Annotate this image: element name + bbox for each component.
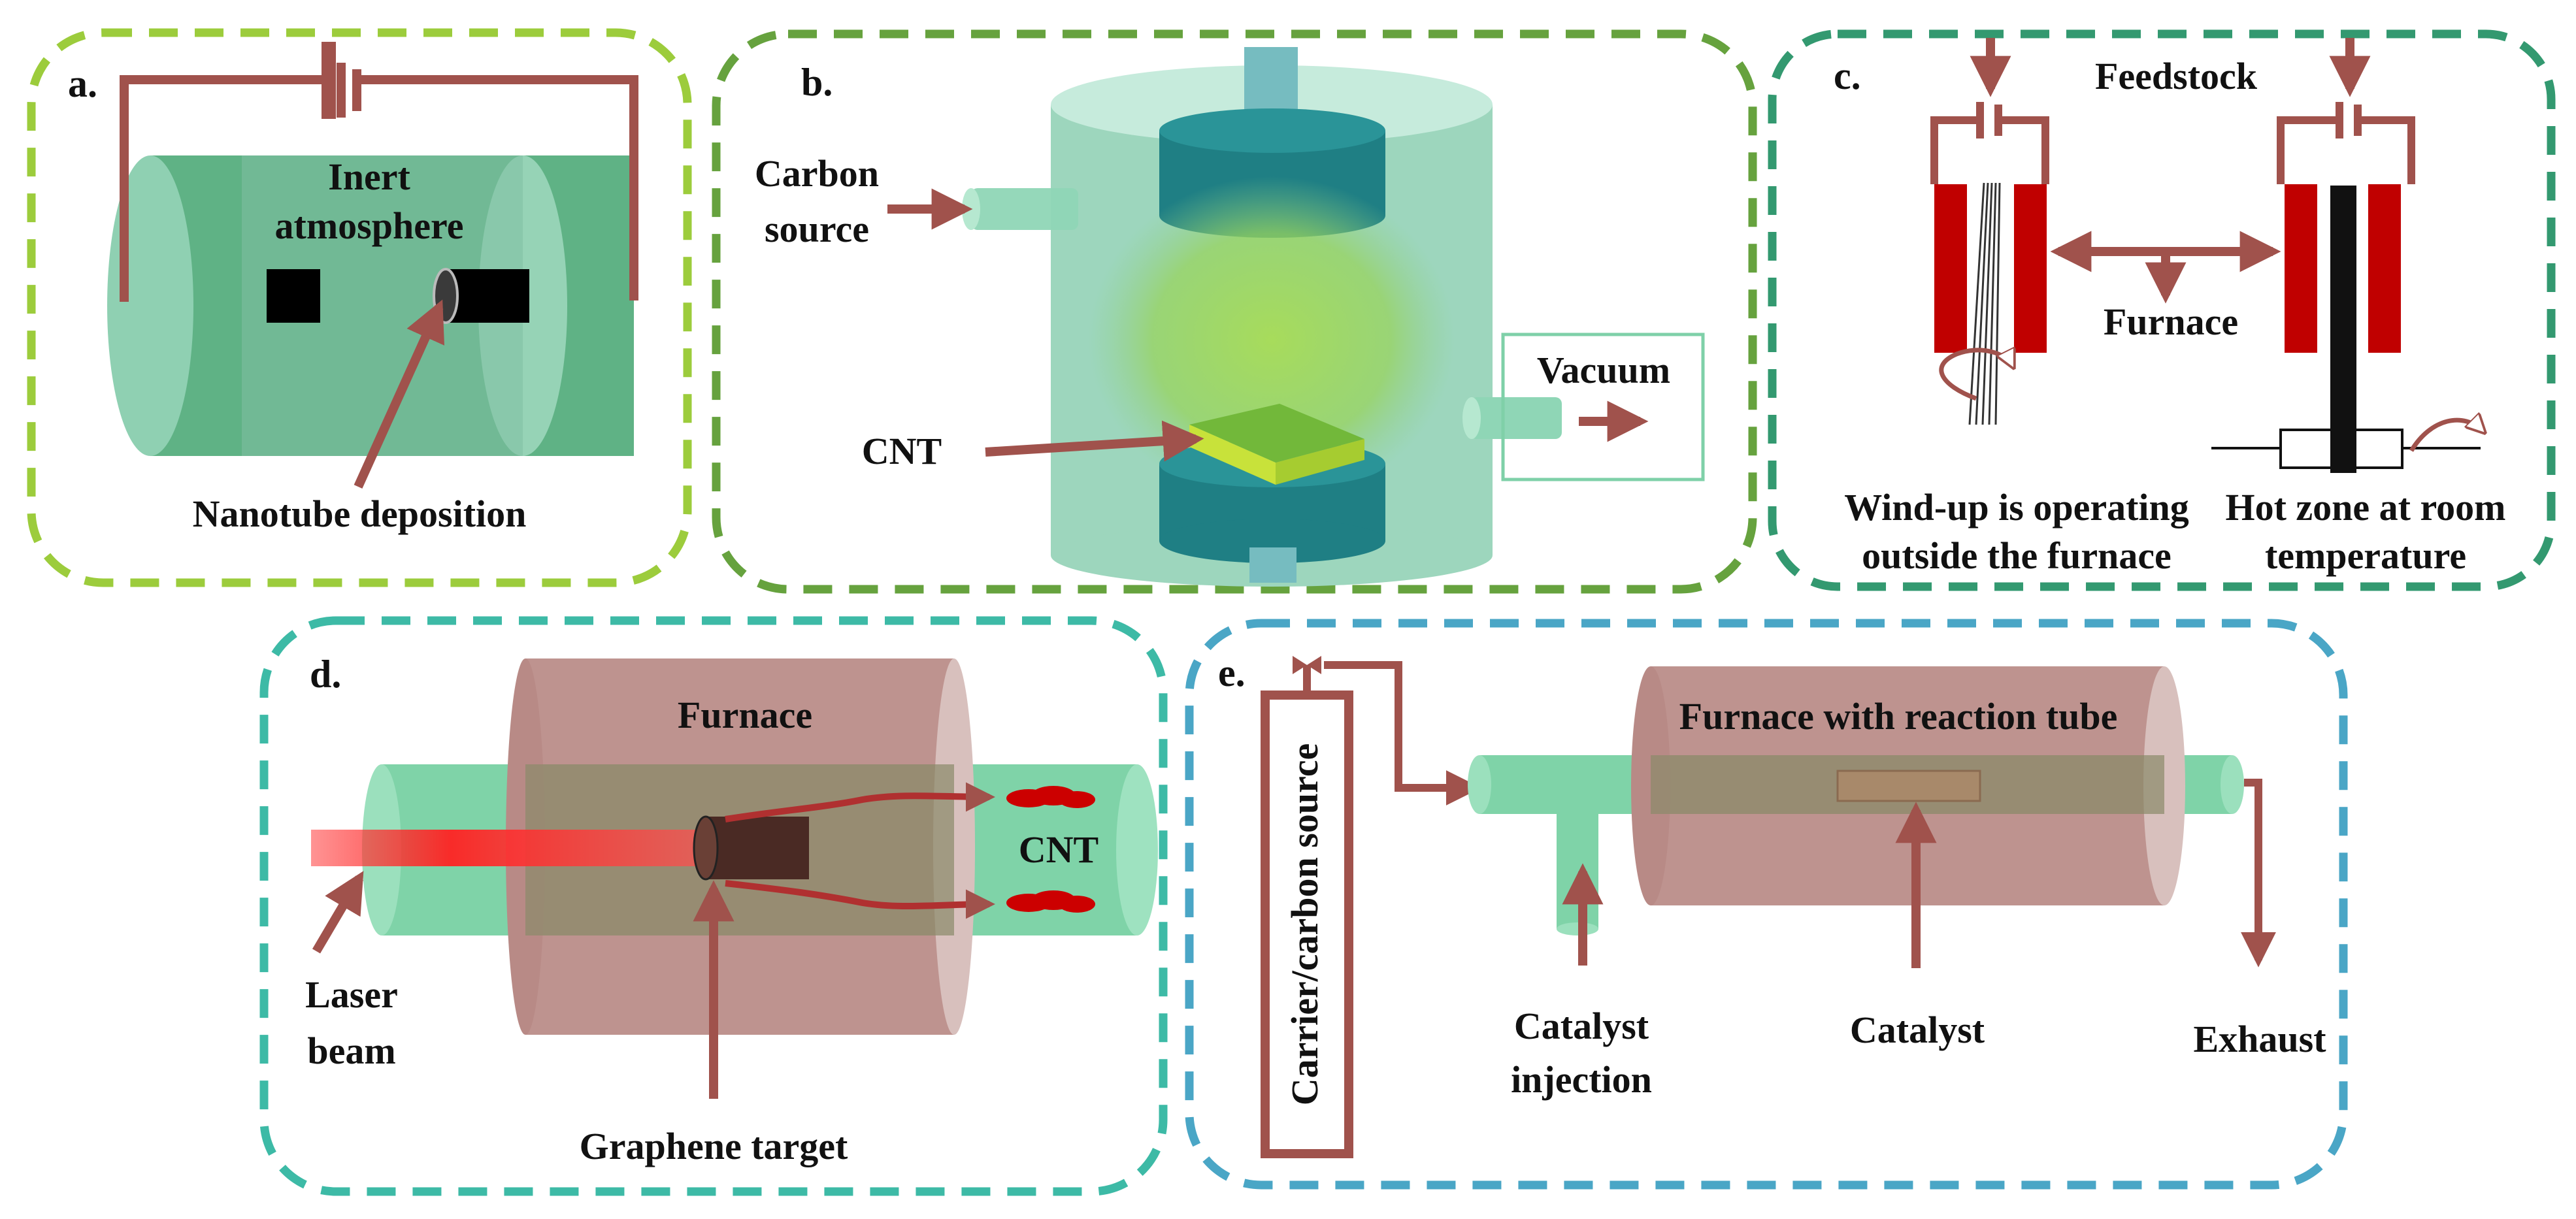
laser-arrow bbox=[312, 871, 364, 954]
furnace-label-c: Furnace bbox=[2104, 301, 2238, 343]
laser-beam bbox=[311, 830, 711, 866]
panel-d: d. Furnace CNT Laser beam bbox=[259, 616, 1168, 1196]
deposition-arrow bbox=[354, 299, 444, 489]
top-electrode-top-face bbox=[1159, 108, 1385, 153]
cnt-arrow-b bbox=[985, 420, 1204, 462]
reaction-tube-right-cap bbox=[2221, 755, 2244, 814]
feed-holder-left bbox=[1930, 102, 2049, 184]
laser-beam-label-1: Laser bbox=[305, 973, 398, 1016]
panel-e-label: e. bbox=[1218, 651, 1246, 694]
hotzone-label-1: Hot zone at room bbox=[2226, 486, 2506, 528]
feedstock-label: Feedstock bbox=[2095, 55, 2258, 97]
inert-atmosphere-label-1: Inert bbox=[328, 155, 410, 198]
hot-zone-rod-lower bbox=[2330, 429, 2356, 473]
windup-label-1: Wind-up is operating bbox=[1844, 486, 2189, 528]
power-circuit-wire bbox=[120, 63, 638, 302]
panel-a: a. Inert atmosphere Nanotube deposition bbox=[27, 28, 692, 587]
cnt-substrate-side bbox=[1189, 425, 1276, 485]
bottom-electrode-bottom-face bbox=[1159, 519, 1385, 563]
panel-d-border bbox=[259, 616, 1168, 1196]
exhaust-line bbox=[2241, 779, 2276, 967]
fiber-bundle bbox=[1968, 182, 2001, 425]
bottom-stem bbox=[1249, 547, 1296, 583]
top-stem bbox=[1244, 47, 1298, 120]
catalyst-boat bbox=[1836, 770, 1981, 802]
carbon-source-label-2: source bbox=[765, 208, 869, 250]
cnt-deposit-bottom bbox=[1006, 890, 1095, 913]
cnt-label-d: CNT bbox=[1019, 828, 1098, 871]
graphene-target-face bbox=[693, 815, 719, 881]
cnt-deposit-top bbox=[1006, 786, 1095, 808]
catalyst-injection-label-2: injection bbox=[1511, 1058, 1652, 1101]
vacuum-box bbox=[1501, 333, 1705, 481]
power-source-plate bbox=[322, 42, 336, 119]
panel-a-border bbox=[27, 28, 692, 587]
carbon-source-label-1: Carbon bbox=[755, 152, 879, 195]
windup-rotation-arrow bbox=[1939, 350, 2013, 401]
valve-right bbox=[1307, 656, 1321, 674]
catalyst-injection-tee-cap bbox=[1557, 922, 1598, 935]
heater-left-a bbox=[1934, 184, 1967, 353]
graphene-target-label: Graphene target bbox=[580, 1125, 848, 1167]
cnt-substrate-top bbox=[1189, 404, 1364, 463]
graphene-target bbox=[703, 817, 809, 879]
panel-b-label: b. bbox=[801, 61, 833, 104]
cnt-flow-bottom bbox=[725, 880, 995, 919]
cnt-label-b: CNT bbox=[862, 430, 942, 472]
furnace-reaction-tube-label: Furnace with reaction tube bbox=[1679, 695, 2118, 738]
panel-c-label: c. bbox=[1834, 54, 1861, 97]
carrier-line bbox=[1324, 661, 1481, 805]
panel-b-border bbox=[712, 29, 1757, 594]
panel-a-label: a. bbox=[68, 62, 97, 105]
quartz-tube-right-cap bbox=[1116, 764, 1158, 935]
vacuum-outlet-port bbox=[1470, 397, 1562, 439]
nanotube-deposition-label: Nanotube deposition bbox=[193, 493, 527, 535]
vacuum-outlet-port-cap bbox=[1462, 397, 1481, 439]
inert-atmosphere-label-2: atmosphere bbox=[275, 204, 464, 247]
panel-d-label: d. bbox=[310, 653, 341, 696]
panel-c-border bbox=[1768, 29, 2556, 591]
stage-rotation-arrow bbox=[2409, 420, 2483, 452]
panel-e: e. Carrier/carbon source Furnace with re… bbox=[1185, 619, 2348, 1190]
hotzone-label-2: temperature bbox=[2265, 534, 2466, 577]
furnace-label-d: Furnace bbox=[678, 694, 812, 736]
valve-left bbox=[1293, 656, 1307, 674]
catalyst-injection-tee bbox=[1557, 804, 1598, 929]
electrode-left bbox=[267, 269, 320, 323]
catalyst-injection-label-1: Catalyst bbox=[1514, 1005, 1649, 1047]
heater-left-b bbox=[2014, 184, 2047, 353]
windup-label-2: outside the furnace bbox=[1862, 534, 2171, 577]
exhaust-label: Exhaust bbox=[2193, 1018, 2326, 1060]
panel-b: b. Vacuum Carbon source CNT bbox=[712, 29, 1757, 594]
panel-e-border bbox=[1185, 619, 2348, 1190]
feed-holder-right bbox=[2277, 102, 2415, 184]
panel-c: c. Feedstock Furnace Wind-up is operatin… bbox=[1768, 29, 2556, 591]
cnt-substrate-front bbox=[1276, 439, 1364, 485]
heater-right-b bbox=[2368, 184, 2401, 353]
laser-beam-label-2: beam bbox=[307, 1030, 395, 1072]
cnt-flow-top bbox=[725, 782, 995, 822]
catalyst-label: Catalyst bbox=[1850, 1009, 1985, 1051]
carbon-inlet-port bbox=[971, 188, 1078, 230]
reaction-tube-left-cap bbox=[1468, 755, 1491, 814]
carrier-source-label: Carrier/carbon source bbox=[1283, 743, 1326, 1106]
heater-right-a bbox=[2285, 184, 2317, 353]
carbon-inlet-port-cap bbox=[962, 188, 980, 230]
vacuum-label: Vacuum bbox=[1537, 349, 1670, 391]
hot-zone-rod bbox=[2330, 186, 2356, 473]
